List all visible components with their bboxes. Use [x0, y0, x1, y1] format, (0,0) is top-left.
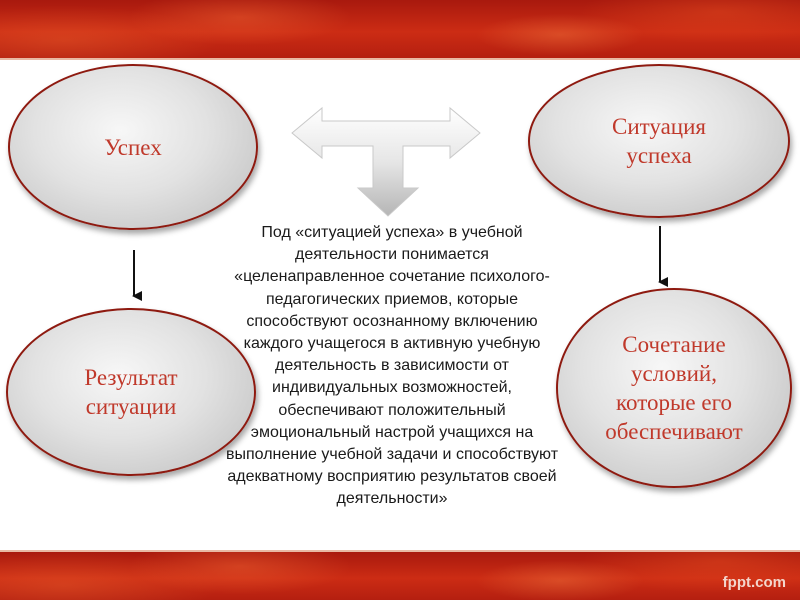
bottom-banner	[0, 552, 800, 600]
node-combination-of-conditions: Сочетание условий, которые его обеспечив…	[556, 288, 792, 488]
node-situation-of-success: Ситуация успеха	[528, 64, 790, 218]
definition-text: Под «ситуацией успеха» в учебной деятель…	[225, 224, 559, 508]
bottom-divider	[0, 550, 800, 552]
node-result-of-situation-label: Результат ситуации	[84, 365, 178, 419]
node-situation-of-success-label: Ситуация успеха	[612, 114, 706, 168]
t-arrow-shape	[291, 106, 481, 217]
top-banner	[0, 0, 800, 58]
node-result-of-situation: Результат ситуации	[6, 308, 256, 476]
top-divider	[0, 58, 800, 60]
fppt-logo: fppt.com	[722, 574, 786, 591]
node-success-label: Успех	[104, 134, 162, 160]
node-combination-of-conditions-label: Сочетание условий, которые его обеспечив…	[605, 332, 743, 444]
node-success: Успех	[8, 64, 258, 230]
